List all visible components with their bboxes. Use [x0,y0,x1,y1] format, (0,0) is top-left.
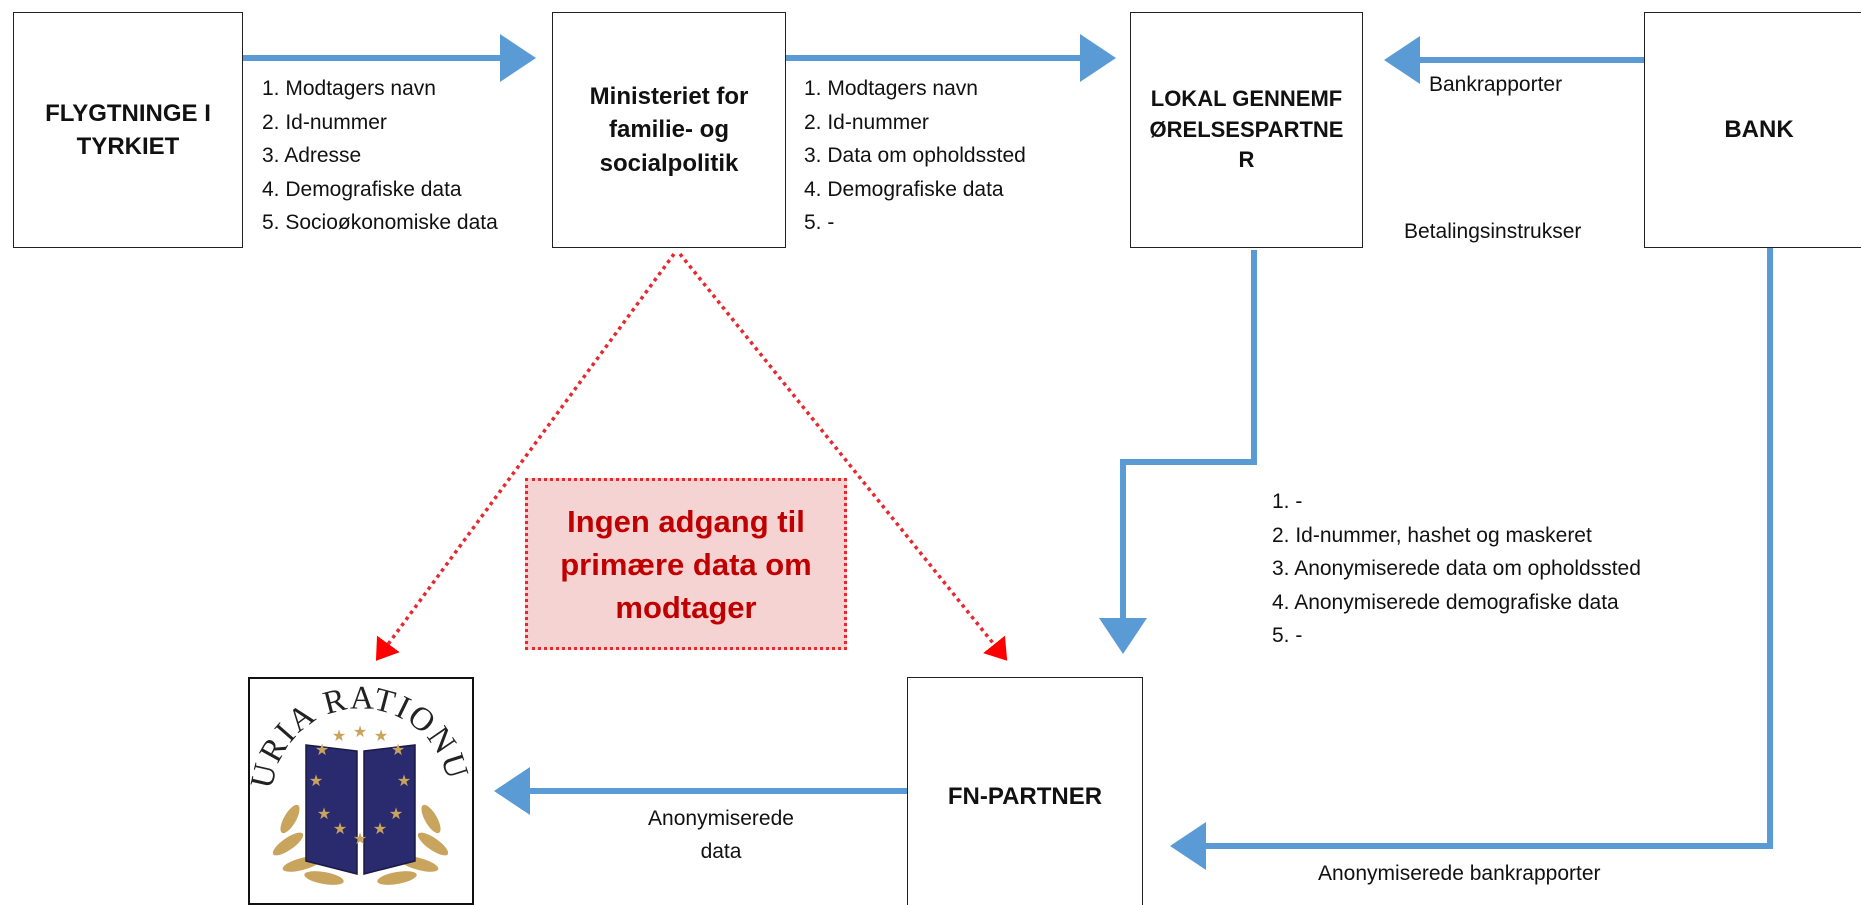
svg-text:★: ★ [353,829,367,848]
svg-text:★: ★ [389,804,403,823]
label-bank-reports: Bankrapporter [1429,73,1563,96]
list-item: 1. Modtagers navn [804,77,978,100]
arrow-local-to-un [1099,250,1257,654]
list-item: 4. Demografiske data [804,177,1004,201]
box-bank-label: BANK [1724,116,1794,144]
box-local-partner-label: LOKAL GENNEMFØRELSESPARTNER [1149,86,1344,173]
list-item: 3. Anonymiserede data om opholdssted [1272,557,1641,580]
box-ministry-label: Ministeriet for familie- og socialpoliti… [589,83,749,177]
logo-graphic: CURIA RATIONUM ★ [234,651,473,885]
svg-text:★: ★ [315,740,329,759]
list-ministry-to-local: 1. Modtagers navn 2. Id-nummer 3. Data o… [804,72,1026,240]
list-refugees-to-ministry: 1. Modtagers navn 2. Id-nummer 3. Adress… [262,72,498,240]
list-item: 5. Socioøkonomiske data [262,211,498,234]
label-anonymised-bank-reports: Anonymiserede bankrapporter [1318,862,1601,885]
box-local-partner: LOKAL GENNEMFØRELSESPARTNER [1130,12,1363,248]
list-item: 4. Anonymiserede demografiske data [1272,590,1619,614]
book-icon [305,744,416,875]
svg-text:★: ★ [397,771,411,790]
svg-text:★: ★ [373,819,387,838]
box-bank: BANK [1644,12,1861,248]
list-item: 3. Data om opholdssted [804,144,1026,167]
label-anonymised-data: Anonymiserede data [648,807,794,863]
svg-text:★: ★ [374,726,388,745]
svg-text:★: ★ [332,726,346,745]
stars-icon: ★ ★ ★ ★ ★ ★ ★ ★ ★ ★ ★ ★ [309,722,411,848]
box-ministry: Ministeriet for familie- og socialpoliti… [552,12,786,248]
list-item: 3. Adresse [262,144,362,167]
list-local-to-un: 1. - 2. Id-nummer, hashet og maskeret 3.… [1272,485,1641,653]
list-item: 2. Id-nummer [262,110,387,134]
warning-text: Ingen adgang til primære data om modtage… [560,503,812,625]
laurel-icon [272,804,449,885]
box-refugees: FLYGTNINGE I TYRKIET [13,12,243,248]
dotted-arrow-ministry-to-logo [375,252,676,661]
svg-text:★: ★ [353,722,367,741]
box-refugees-label: FLYGTNINGE I TYRKIET [45,99,211,160]
svg-text:★: ★ [317,804,331,823]
svg-text:★: ★ [333,819,347,838]
list-item: 1. Modtagers navn [262,77,436,100]
list-item: 4. Demografiske data [262,177,462,201]
svg-text:★: ★ [309,771,323,790]
list-item: 5. - [804,211,835,234]
list-item: 5. - [1272,624,1303,647]
box-un-partner-label: FN-PARTNER [947,783,1103,811]
svg-text:★: ★ [391,740,405,759]
list-item: 1. - [1272,490,1303,513]
arrow-bank-to-un [1170,248,1773,870]
curia-rationum-logo: CURIA RATIONUM ★ [234,651,474,905]
label-payment-instructions: Betalingsinstrukser [1404,220,1582,243]
box-un-partner: FN-PARTNER [907,677,1143,905]
list-item: 2. Id-nummer, hashet og maskeret [1272,523,1592,547]
list-item: 2. Id-nummer [804,110,929,134]
warning-no-access: Ingen adgang til primære data om modtage… [525,478,847,650]
